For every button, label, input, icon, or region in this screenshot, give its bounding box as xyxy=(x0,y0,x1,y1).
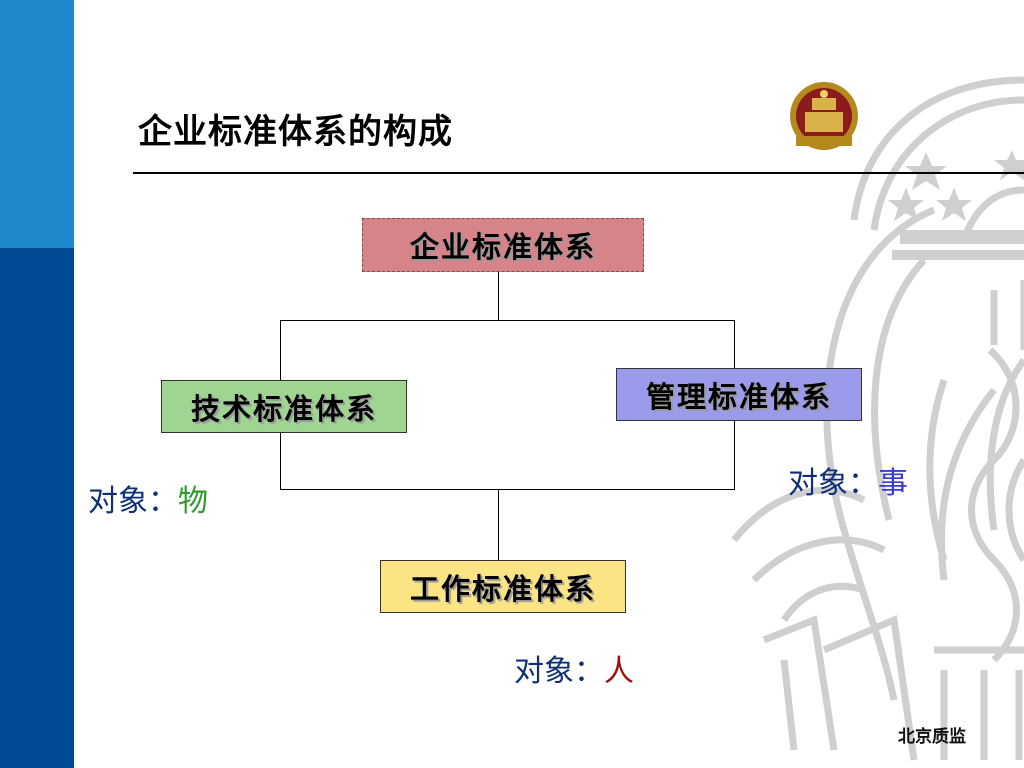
sidebar-bottom-band xyxy=(0,248,74,768)
object-label-work: 对象：人 xyxy=(514,646,634,690)
connector-work-up xyxy=(498,489,499,560)
object-prefix: 对象： xyxy=(88,484,178,519)
connector-bottom-horizontal xyxy=(280,489,735,490)
page-title: 企业标准体系的构成 xyxy=(138,112,453,152)
connector-left-lower xyxy=(280,433,281,489)
connector-right-upper xyxy=(734,320,735,368)
node-management-standard-system: 管理标准体系 xyxy=(616,368,862,421)
object-prefix: 对象： xyxy=(788,466,878,501)
footer-organization: 北京质监 xyxy=(898,727,966,747)
object-prefix: 对象： xyxy=(514,654,604,689)
object-label-management: 对象：事 xyxy=(788,458,908,502)
sidebar-top-band xyxy=(0,0,74,248)
node-technical-standard-system: 技术标准体系 xyxy=(161,380,407,433)
connector-left-upper xyxy=(280,320,281,380)
object-label-technical: 对象：物 xyxy=(88,476,208,520)
connector-root-down xyxy=(498,272,499,320)
connector-top-horizontal xyxy=(280,320,735,321)
title-divider xyxy=(133,172,1024,174)
node-enterprise-standard-system: 企业标准体系 xyxy=(362,218,644,272)
object-value-work: 人 xyxy=(604,654,634,689)
object-value-technical: 物 xyxy=(178,484,208,519)
node-work-standard-system: 工作标准体系 xyxy=(380,560,626,613)
object-value-management: 事 xyxy=(878,466,908,501)
connector-right-lower xyxy=(734,421,735,489)
